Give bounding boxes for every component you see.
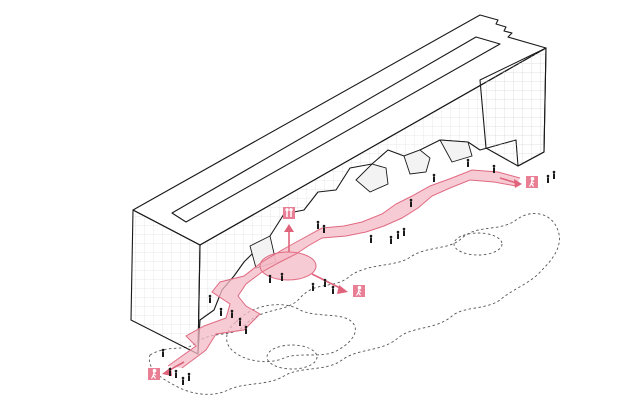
walking-person-icon bbox=[353, 285, 365, 297]
person-figure bbox=[493, 165, 496, 173]
person-figure bbox=[547, 175, 550, 183]
person-figure bbox=[188, 373, 191, 381]
person-figure bbox=[209, 295, 212, 303]
person-figure bbox=[397, 231, 400, 239]
person-figure bbox=[162, 349, 165, 357]
person-figure bbox=[403, 228, 406, 236]
person-figure bbox=[182, 377, 185, 385]
walking-person-icon bbox=[526, 176, 538, 188]
section-cut-1 bbox=[356, 164, 388, 192]
walking-person-icon bbox=[148, 368, 160, 380]
person-figure bbox=[245, 326, 248, 334]
person-figure bbox=[390, 236, 393, 244]
building bbox=[131, 15, 546, 354]
person-figure bbox=[467, 159, 470, 167]
route-arrow-southeast-head bbox=[337, 285, 348, 294]
person-figure bbox=[317, 221, 320, 229]
person-figure bbox=[220, 308, 223, 316]
site-circle-right bbox=[454, 233, 502, 255]
route-arrow-up-head bbox=[284, 224, 294, 232]
person-figure bbox=[324, 279, 327, 287]
person-figure bbox=[370, 235, 373, 243]
person-figure bbox=[433, 174, 436, 182]
person-figure bbox=[175, 370, 178, 378]
person-figure bbox=[410, 199, 413, 207]
person-figure bbox=[239, 318, 242, 326]
person-figure bbox=[312, 283, 315, 291]
person-figure bbox=[323, 225, 326, 233]
site-circle-left bbox=[267, 345, 317, 369]
person-figure bbox=[553, 171, 556, 179]
person-figure bbox=[169, 368, 172, 376]
person-figure bbox=[281, 273, 284, 281]
stair-people-icon bbox=[283, 207, 295, 219]
section-cut-3 bbox=[440, 140, 472, 162]
person-figure bbox=[332, 286, 335, 294]
person-figure bbox=[269, 275, 272, 283]
person-figure bbox=[231, 310, 234, 318]
